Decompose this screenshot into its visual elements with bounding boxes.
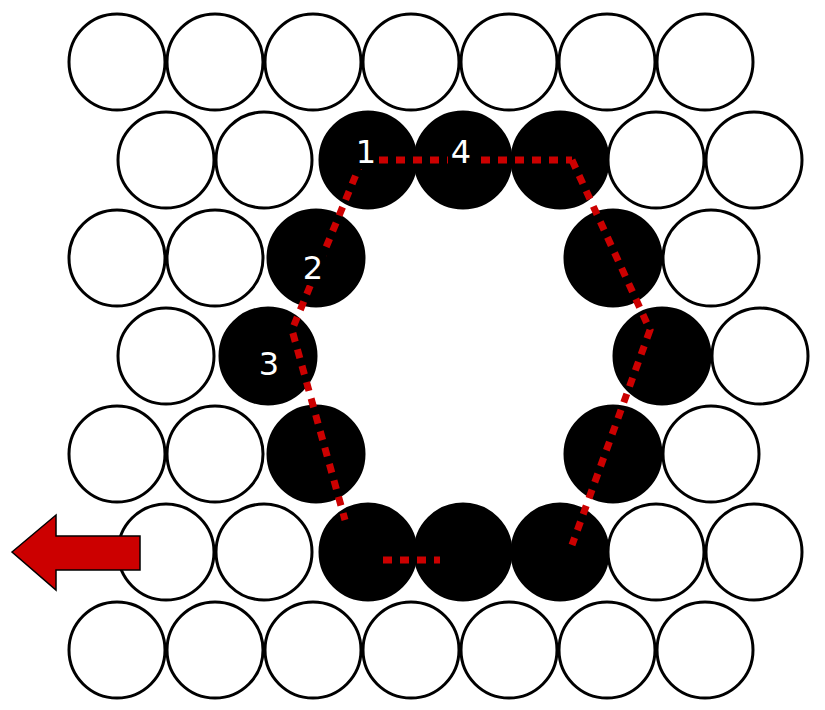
callout-number: 2 (300, 251, 326, 285)
void-atom (565, 210, 661, 306)
callout-number: 3 (256, 347, 282, 381)
void-atom (614, 308, 710, 404)
atom (706, 504, 802, 600)
void-atom (268, 210, 364, 306)
circuit-line (383, 557, 440, 564)
atom (559, 14, 655, 110)
void-atom (415, 112, 511, 208)
atom (167, 406, 263, 502)
atom (265, 14, 361, 110)
atom (663, 406, 759, 502)
callout-number: 1 (353, 135, 379, 169)
circuit-line (292, 160, 362, 520)
void-atom (320, 504, 416, 600)
atom (559, 602, 655, 698)
atom (69, 602, 165, 698)
void-atom (415, 504, 511, 600)
atom (461, 602, 557, 698)
atom (167, 210, 263, 306)
atom (657, 602, 753, 698)
direction-arrow (12, 515, 140, 590)
atom (167, 14, 263, 110)
atom (69, 210, 165, 306)
atom (712, 308, 808, 404)
atom (363, 14, 459, 110)
atom (118, 308, 214, 404)
atom (216, 112, 312, 208)
circuit-line (572, 160, 650, 545)
void-atom (512, 504, 608, 600)
atom (167, 602, 263, 698)
atom (461, 14, 557, 110)
atom (118, 112, 214, 208)
atom (663, 210, 759, 306)
void-atom (512, 112, 608, 208)
atom (657, 14, 753, 110)
atom (608, 112, 704, 208)
atom (608, 504, 704, 600)
atom (216, 504, 312, 600)
atom (265, 602, 361, 698)
atom (363, 602, 459, 698)
atom (69, 406, 165, 502)
atom (706, 112, 802, 208)
callout-number: 4 (448, 135, 474, 169)
atom (69, 14, 165, 110)
void-atom (565, 406, 661, 502)
